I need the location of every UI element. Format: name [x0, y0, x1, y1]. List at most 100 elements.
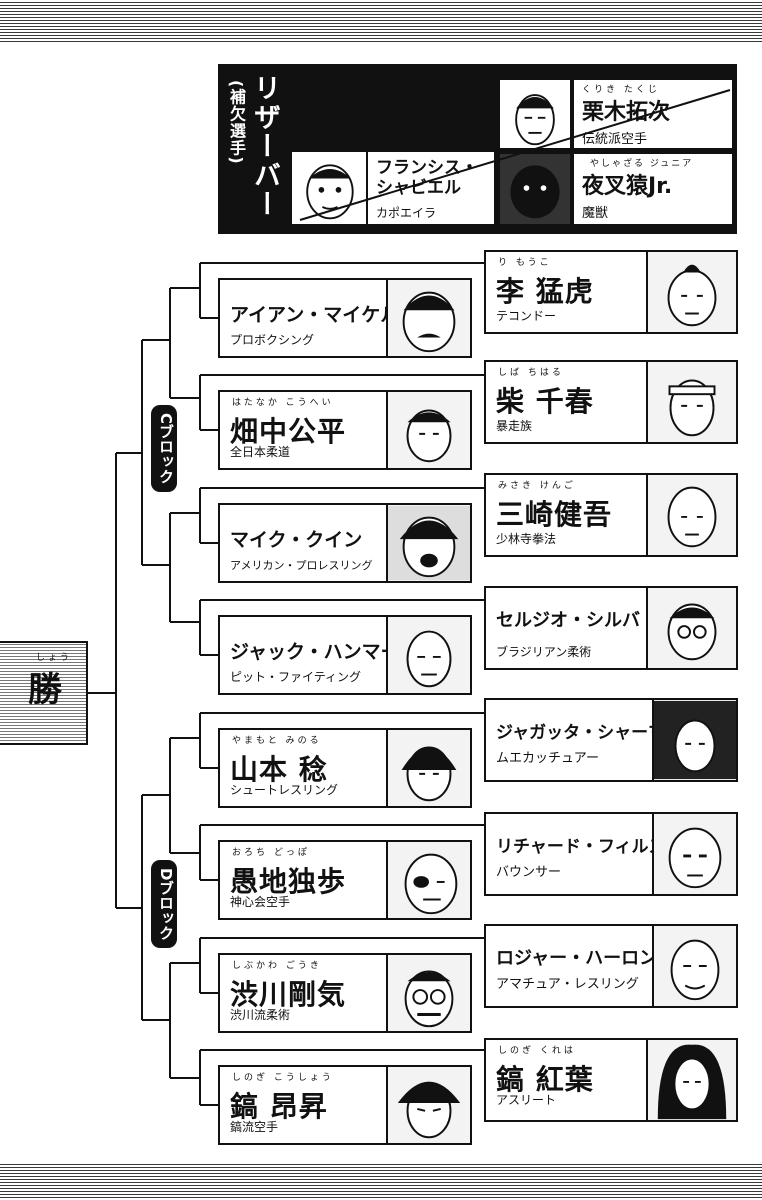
left-fighter-ruby: おろち どっぽ [232, 848, 310, 858]
right-fighter-portrait [646, 1040, 736, 1120]
right-fighter-ruby: みさき けんご [498, 481, 576, 491]
left-fighter-card-4: ジャック・ハンマー ピット・ファイティング [218, 615, 472, 695]
left-fighter-portrait [386, 730, 470, 806]
reserve-portrait-yashazaru [498, 152, 572, 226]
right-fighter-portrait [646, 252, 736, 332]
right-fighter-card-3: みさき けんご 三崎健吾 少林寺拳法 [484, 473, 738, 557]
left-fighter-name: 鎬 昂昇 [230, 1090, 328, 1123]
right-fighter-ruby: しのぎ くれは [498, 1046, 576, 1056]
left-fighter-portrait [386, 842, 470, 918]
d-block-label: Dブロック [151, 860, 177, 949]
bottom-screentone [0, 1163, 762, 1200]
right-fighter-card-2: しば ちはる 柴 千春 暴走族 [484, 360, 738, 444]
kuriki-face-icon [515, 94, 555, 146]
right-fighter-name: ロジャー・ハーロン [496, 948, 658, 969]
right-fighter-name: ジャガッタ・シャーマン [496, 723, 683, 743]
pitfighter-face-icon [406, 630, 452, 688]
athlete-face-icon [657, 1044, 727, 1120]
left-fighter-ruby: はたなか こうへい [232, 398, 334, 408]
left-fighter-name: 渋川剛気 [230, 978, 347, 1011]
left-fighter-name: アイアン・マイケル [230, 304, 400, 326]
right-fighter-portrait [646, 588, 736, 668]
left-fighter-style: ピット・ファイティング [230, 670, 362, 684]
reserve-portrait-francis [290, 150, 368, 226]
right-fighter-ruby: り もうこ [498, 258, 552, 268]
left-fighter-card-3: マイク・クイン アメリカン・プロレスリング [218, 503, 472, 583]
francis-face-icon [306, 164, 354, 220]
left-fighter-portrait [386, 1067, 470, 1143]
right-fighter-name: 柴 千春 [496, 385, 594, 418]
reserve-name-yashazaru: 夜叉猿Jr. [582, 174, 673, 199]
reserve-style-francis: カポエイラ [376, 206, 437, 220]
muay-face-icon [654, 700, 736, 780]
right-fighter-portrait [646, 362, 736, 442]
left-fighter-ruby: しのぎ こうしょう [232, 1073, 334, 1083]
reserve-name-francis-2: シャビエル [376, 178, 461, 198]
left-fighter-portrait [386, 280, 470, 356]
right-fighter-card-5: ジャガッタ・シャーマン ムエカッチュアー [484, 698, 738, 782]
right-fighter-ruby: しば ちはる [498, 368, 564, 378]
left-fighter-style: 鎬流空手 [230, 1120, 279, 1134]
left-fighter-style: プロボクシング [230, 333, 315, 347]
taekwondo-face-icon [667, 264, 717, 327]
left-fighter-name: 愚地独歩 [230, 865, 347, 898]
bouncer-face-icon [668, 827, 722, 889]
reserve-title: リザーバー [249, 74, 280, 219]
right-fighter-name: 鎬 紅葉 [496, 1063, 594, 1096]
right-fighter-card-7: ロジャー・ハーロン アマチュア・レスリング [484, 924, 738, 1008]
right-fighter-name: リチャード・フィルス [496, 837, 666, 857]
right-fighter-card-1: り もうこ 李 猛虎 テコンドー [484, 250, 738, 334]
left-fighter-name: マイク・クイン [230, 529, 363, 551]
boxer-face-icon [402, 291, 456, 353]
right-fighter-portrait [652, 926, 736, 1006]
right-fighter-style: アマチュア・レスリング [496, 977, 639, 992]
left-fighter-name: ジャック・ハンマー [230, 641, 400, 663]
left-fighter-portrait [386, 392, 470, 468]
old-master-face-icon [404, 970, 454, 1028]
left-fighter-ruby: しぶかわ ごうき [232, 961, 322, 971]
right-fighter-portrait [652, 700, 736, 780]
karateka-face-icon [404, 853, 458, 915]
winner-ruby: しょう [36, 653, 73, 663]
shootwrestler-face-icon [401, 746, 457, 802]
right-fighter-name: セルジオ・シルバ [496, 610, 640, 631]
left-fighter-ruby: やまもと みのる [232, 736, 322, 746]
reserve-card-yashazaru: やしゃざる ジュニア 夜叉猿Jr. 魔獣 [572, 152, 734, 226]
left-fighter-portrait [386, 505, 470, 581]
left-fighter-style: シュートレスリング [230, 783, 339, 797]
right-fighter-style: アスリート [496, 1093, 557, 1107]
left-fighter-style: 神心会空手 [230, 895, 291, 909]
reserve-style-yashazaru: 魔獣 [582, 206, 609, 221]
wrestler-face-icon [388, 505, 470, 581]
amateur-wrestler-face-icon [670, 939, 720, 1001]
right-fighter-card-4: セルジオ・シルバ ブラジリアン柔術 [484, 586, 738, 670]
right-fighter-style: ムエカッチュアー [496, 751, 599, 766]
right-fighter-portrait [652, 814, 736, 894]
left-fighter-name: 畑中公平 [230, 415, 347, 448]
biker-face-icon [668, 379, 716, 437]
right-fighter-name: 李 猛虎 [496, 275, 594, 308]
monk-face-icon [667, 486, 717, 548]
reserve-style-kuriki: 伝統派空手 [582, 132, 648, 147]
left-fighter-portrait [386, 617, 470, 693]
left-fighter-style: 渋川流柔術 [230, 1008, 291, 1022]
reserve-ruby-kuriki: くりき たくじ [582, 85, 660, 95]
karate-face-icon [397, 1081, 461, 1139]
left-fighter-portrait [386, 955, 470, 1031]
left-fighter-card-2: はたなか こうへい 畑中公平 全日本柔道 [218, 390, 472, 470]
left-fighter-card-7: しぶかわ ごうき 渋川剛気 渋川流柔術 [218, 953, 472, 1033]
right-fighter-style: 少林寺拳法 [496, 532, 557, 546]
right-fighter-style: ブラジリアン柔術 [496, 645, 592, 659]
left-fighter-style: アメリカン・プロレスリング [230, 559, 373, 572]
right-fighter-portrait [646, 475, 736, 555]
left-fighter-card-6: おろち どっぽ 愚地独歩 神心会空手 [218, 840, 472, 920]
reserve-ruby-yashazaru: やしゃざる ジュニア [590, 159, 694, 169]
right-fighter-card-6: リチャード・フィルス バウンサー [484, 812, 738, 896]
right-fighter-style: テコンドー [496, 309, 557, 323]
top-screentone [0, 0, 762, 44]
right-fighter-style: バウンサー [496, 865, 562, 880]
right-fighter-name: 三崎健吾 [496, 498, 613, 531]
